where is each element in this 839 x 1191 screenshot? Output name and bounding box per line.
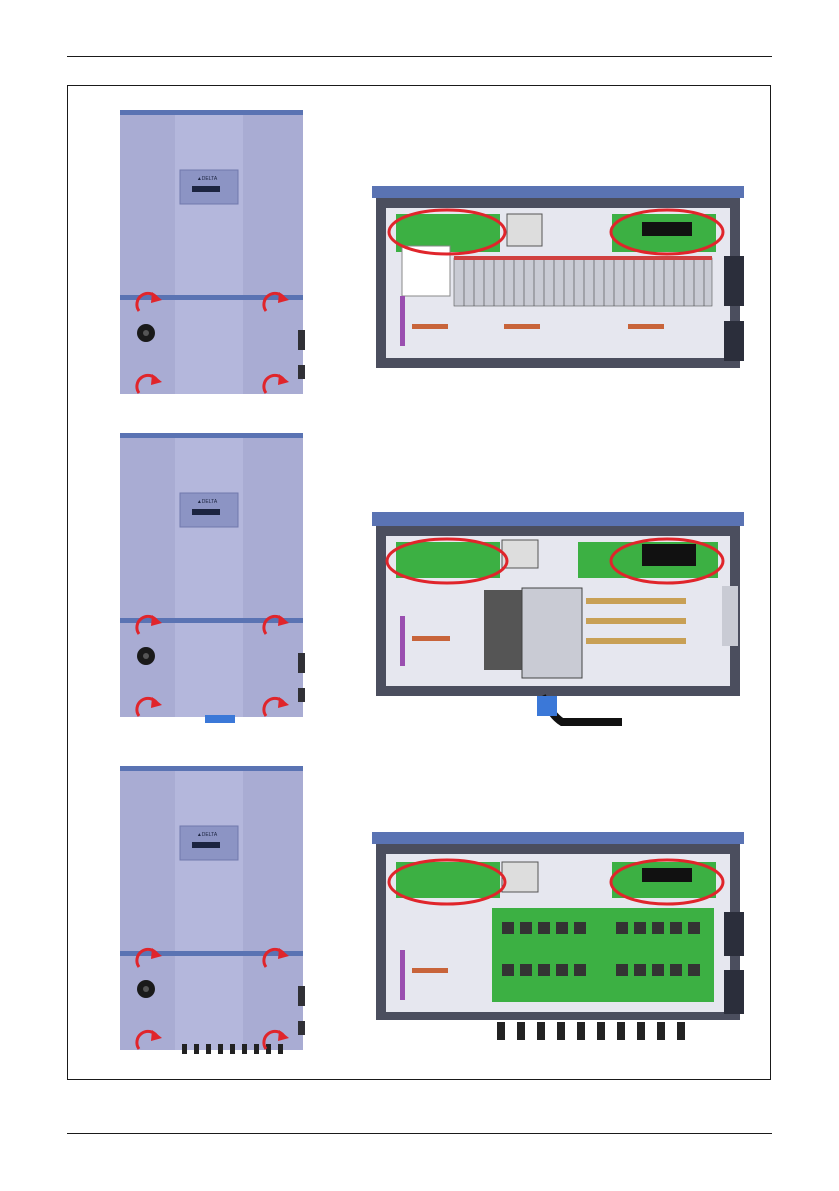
header-rule: [67, 56, 772, 57]
inverter-open-view: [372, 832, 744, 1062]
inverter-open-view: [372, 186, 744, 382]
inverter-closed-view: [120, 433, 310, 733]
inverter-closed-view: [120, 766, 310, 1061]
inverter-closed-view: [120, 110, 310, 400]
footer-rule: [67, 1133, 772, 1134]
inverter-open-view: [372, 506, 744, 732]
